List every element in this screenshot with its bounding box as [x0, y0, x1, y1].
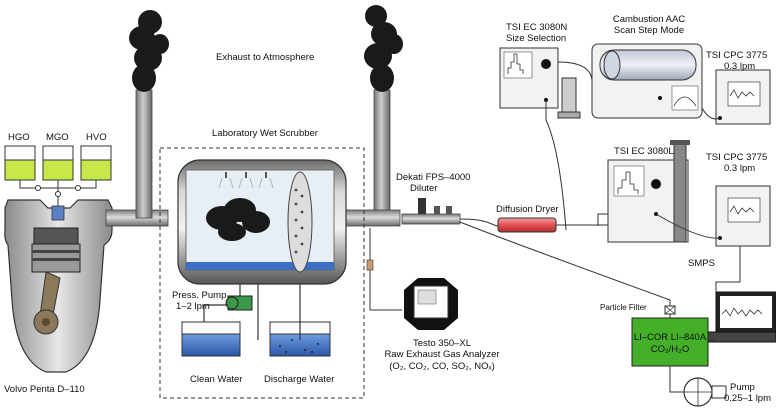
label-pump: Pump	[730, 382, 755, 393]
wet-scrubber-vessel	[177, 159, 347, 285]
tsi-cpc-mid	[715, 185, 771, 247]
label-discharge-water: Discharge Water	[264, 374, 335, 385]
cambustion-aac	[591, 43, 703, 119]
press-pump	[203, 284, 259, 340]
label-tsi-ec-3080n: TSI EC 3080N	[506, 22, 568, 33]
label-cambustion-aac: Cambustion AAC	[612, 14, 686, 25]
label-clean-water: Clean Water	[190, 374, 243, 385]
label-press-pump: Press. Pump	[172, 290, 227, 301]
tsi-ec-3080l	[607, 140, 690, 243]
tsi-ec-3080n	[499, 47, 581, 119]
label-testo: Testo 350–XL	[412, 338, 472, 349]
tsi-cpc-top	[715, 69, 771, 125]
label-size-selection: Size Selection	[506, 33, 567, 44]
label-hgo: HGO	[8, 132, 30, 143]
label-engine: Volvo Penta D–110	[4, 384, 85, 395]
fuel-tank-hgo	[4, 145, 36, 181]
label-mgo: MGO	[46, 132, 69, 143]
smoke-plume-left	[129, 10, 169, 92]
label-wet-scrubber: Laboratory Wet Scrubber	[212, 128, 318, 139]
label-tsi-cpc-top-rate: 0.3 lpm	[724, 61, 756, 72]
top-connections	[545, 61, 721, 231]
label-tsi-cpc-mid-rate: 0.3 lpm	[724, 163, 756, 174]
label-dekati-diluter: Diluter	[410, 183, 438, 194]
label-tsi-ec-3080l: TSI EC 3080L	[614, 146, 674, 157]
label-licor: LI–COR LI–840A	[633, 332, 707, 343]
label-scan-step-mode: Scan Step Mode	[613, 25, 685, 36]
clean-water-tank	[181, 321, 241, 357]
label-hvo: HVO	[86, 132, 107, 143]
licor-analyzer	[631, 314, 716, 393]
fuel-tank-hvo	[80, 145, 112, 181]
label-pump-rate: 0.25–1 lpm	[724, 393, 772, 404]
diffusion-dryer	[497, 217, 608, 233]
testo-analyzer	[366, 228, 458, 330]
label-dekati: Dekati FPS–4000	[396, 172, 471, 183]
smoke-plume-right	[364, 5, 403, 92]
label-tsi-cpc-top: TSI CPC 3775	[706, 50, 768, 61]
label-particle-filter: Particle Filter	[600, 303, 647, 312]
sample-pump	[683, 377, 727, 407]
particle-filter	[664, 300, 676, 315]
label-exhaust-to-atmosphere: Exhaust to Atmosphere	[216, 52, 315, 63]
label-diffusion-dryer: Diffusion Dryer	[496, 204, 559, 215]
label-press-pump-rate: 1–2 lpm	[176, 301, 210, 312]
mid-connections	[597, 213, 741, 282]
engine-volvo-penta	[4, 199, 113, 373]
label-licor-gases: CO₂/H₂O	[650, 344, 690, 355]
label-testo-gases: (O₂, CO₂, CO, SO₂, NOₓ)	[389, 361, 495, 372]
label-tsi-cpc-mid: TSI CPC 3775	[706, 152, 768, 163]
label-smps: SMPS	[688, 258, 715, 269]
fuel-lines	[19, 180, 97, 206]
label-testo-analyzer: Raw Exhaust Gas Analyzer	[384, 349, 500, 360]
scrubber-boundary	[159, 147, 365, 399]
dekati-diluter	[401, 198, 671, 301]
fuel-tank-mgo	[42, 145, 74, 181]
exhaust-pipes	[105, 89, 401, 227]
laptop	[699, 281, 776, 343]
